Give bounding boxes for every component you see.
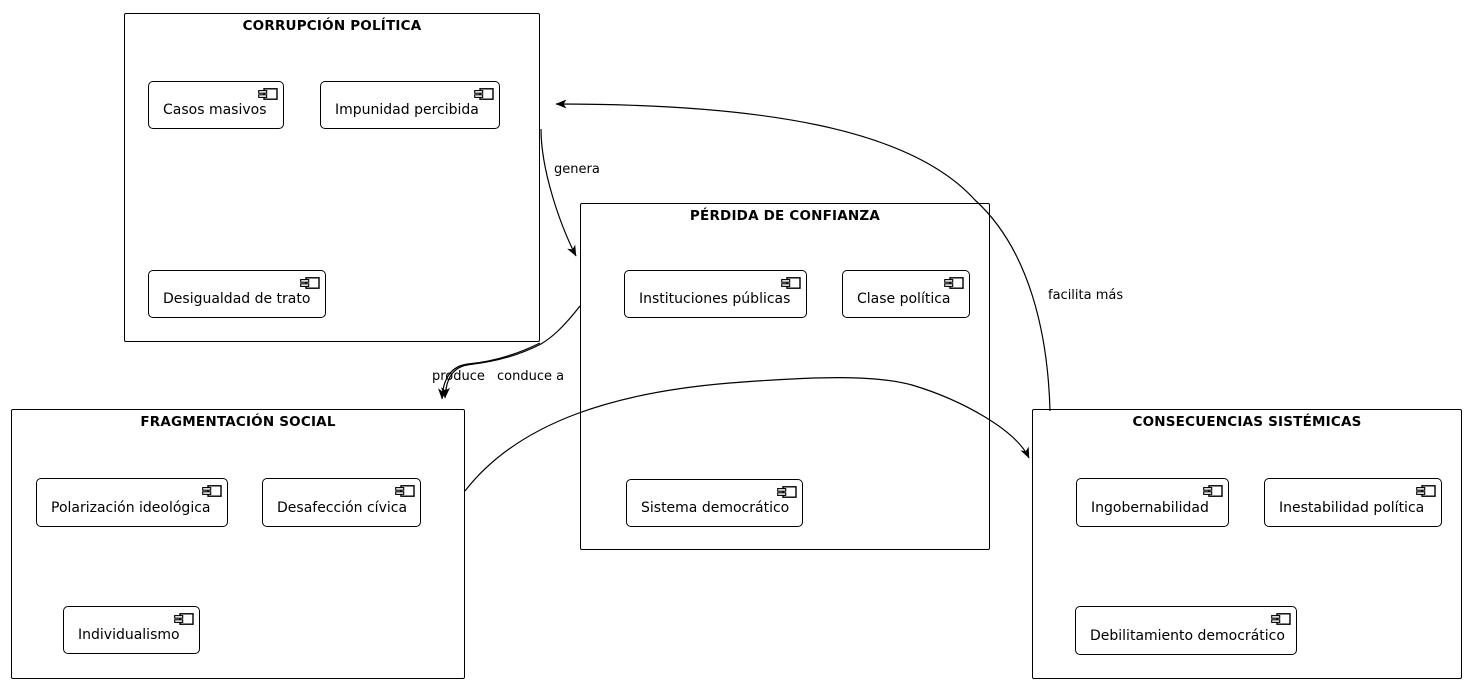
component-label: Inestabilidad política (1279, 499, 1425, 516)
component-polarizacion-ideologica: Polarización ideológica (36, 478, 228, 527)
component-label: Polarización ideológica (51, 499, 211, 516)
component-icon (300, 277, 320, 289)
package-title: PÉRDIDA DE CONFIANZA (689, 208, 881, 224)
component-label: Sistema democrático (641, 500, 790, 516)
edge-label-conduce-a: conduce a (497, 369, 565, 384)
edge-label-genera: genera (554, 162, 600, 177)
edge-produce-arrow (438, 342, 541, 400)
package-fragmentacion-social: FRAGMENTACIÓN SOCIAL (11, 409, 465, 679)
component-icon (174, 613, 194, 625)
component-icon (944, 277, 964, 289)
package-title: FRAGMENTACIÓN SOCIAL (140, 414, 336, 430)
component-icon (258, 88, 278, 100)
component-instituciones-publicas: Instituciones públicas (624, 270, 807, 318)
component-desigualdad-de-trato: Desigualdad de trato (148, 270, 326, 318)
component-individualismo: Individualismo (63, 606, 200, 654)
component-desafeccion-civica: Desafección cívica (262, 478, 421, 527)
component-sistema-democratico: Sistema democrático (626, 479, 803, 527)
component-label: Individualismo (78, 627, 180, 643)
component-label: Ingobernabilidad (1091, 499, 1209, 516)
component-inestabilidad-politica: Inestabilidad política (1264, 478, 1442, 527)
component-icon (1416, 485, 1436, 497)
edge-conduce-a-arrow (441, 305, 581, 399)
edge-label-facilita-mas: facilita más (1048, 288, 1124, 303)
component-label: Instituciones públicas (639, 291, 791, 307)
component-label: Impunidad percibida (335, 102, 479, 118)
component-icon (202, 485, 222, 497)
edge-facilita-mas-arrow (555, 99, 1051, 412)
component-icon (474, 88, 494, 100)
component-debilitamiento-democratico: Debilitamiento democrático (1075, 606, 1297, 655)
component-label: Debilitamiento democrático (1090, 627, 1285, 644)
edge-genera-arrow (540, 128, 577, 257)
component-label: Desigualdad de trato (163, 291, 311, 307)
component-icon (777, 486, 797, 498)
component-label: Clase política (857, 291, 951, 307)
component-label: Desafección cívica (277, 499, 408, 516)
package-perdida-de-confianza: PÉRDIDA DE CONFIANZA (580, 203, 990, 550)
package-corrupcion-politica: CORRUPCIÓN POLÍTICA (124, 13, 540, 342)
package-title: CORRUPCIÓN POLÍTICA (242, 18, 422, 34)
component-ingobernabilidad: Ingobernabilidad (1076, 478, 1229, 527)
package-consecuencias-sistemicas: CONSECUENCIAS SISTÉMICAS (1032, 409, 1462, 679)
component-impunidad-percibida: Impunidad percibida (320, 81, 500, 129)
edge-fragmentacion-consecuencias-arrow (464, 377, 1030, 492)
component-icon (395, 485, 415, 497)
component-icon (1271, 613, 1291, 625)
edge-label-produce: produce (432, 369, 485, 384)
component-label: Casos masivos (163, 102, 267, 118)
component-clase-politica: Clase política (842, 270, 970, 318)
component-casos-masivos: Casos masivos (148, 81, 284, 129)
component-icon (1203, 485, 1223, 497)
package-title: CONSECUENCIAS SISTÉMICAS (1132, 414, 1362, 430)
component-icon (781, 277, 801, 289)
